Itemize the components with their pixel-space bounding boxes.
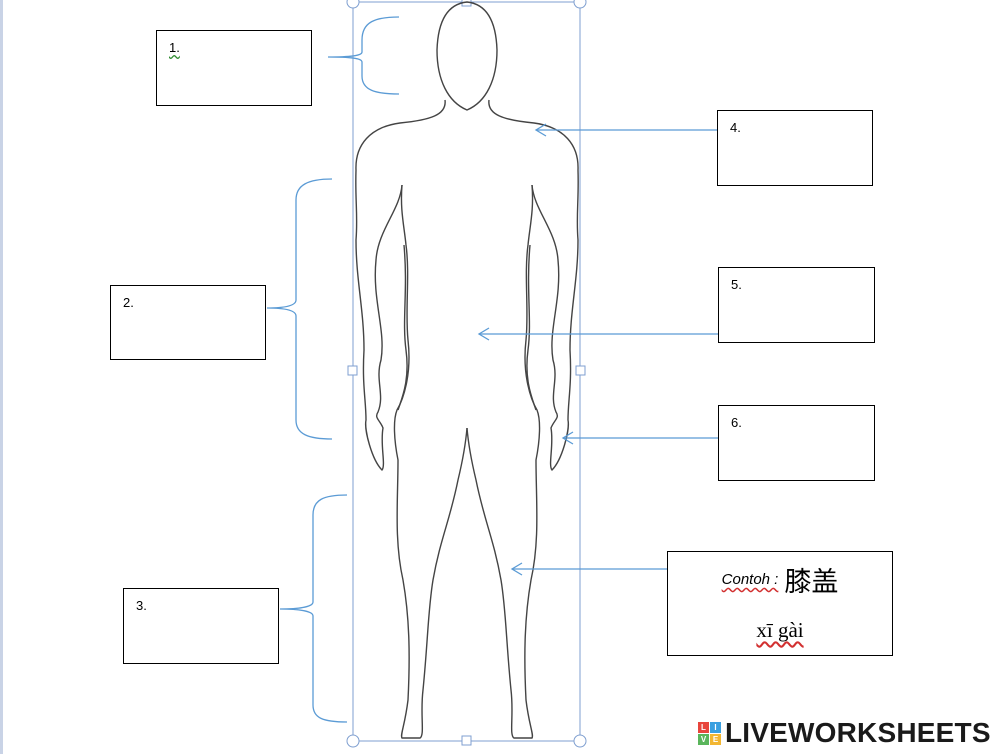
label-number: 1. [169,40,180,55]
document-edge [0,0,3,754]
label-number: 3. [136,598,147,613]
logo-letter: L [698,721,709,733]
example-box[interactable]: Contoh : 膝盖 xī gài [667,551,893,656]
logo-text: LIVEWORKSHEETS [725,717,991,748]
selection-frame[interactable] [352,1,581,742]
label-number: 5. [731,277,742,292]
example-prefix: Contoh : [721,571,779,588]
example-pinyin: xī gài [756,618,804,642]
label-box-1[interactable]: 1. [156,30,312,106]
label-box-5[interactable]: 5. [718,267,875,343]
label-box-6[interactable]: 6. [718,405,875,481]
logo-letter: V [698,733,709,745]
connector-lines [266,16,719,723]
example-hanzi: 膝盖 [784,567,839,598]
label-box-3[interactable]: 3. [123,588,279,664]
label-box-4[interactable]: 4. [717,110,873,186]
label-box-2[interactable]: 2. [110,285,266,360]
label-number: 4. [730,120,741,135]
example-heading: Contoh : 膝盖 [668,560,892,599]
selection-handles[interactable] [346,0,587,748]
logo-mark-icon: L I V E [698,721,721,745]
brace-1 [327,16,400,95]
logo-letter: E [710,733,721,745]
logo-letter: I [710,721,721,733]
liveworksheets-logo: L I V E LIVEWORKSHEETS [698,717,991,748]
brace-2 [266,178,333,440]
brace-3 [279,494,348,723]
human-silhouette [355,1,579,739]
label-number: 6. [731,415,742,430]
label-number: 2. [123,295,134,310]
